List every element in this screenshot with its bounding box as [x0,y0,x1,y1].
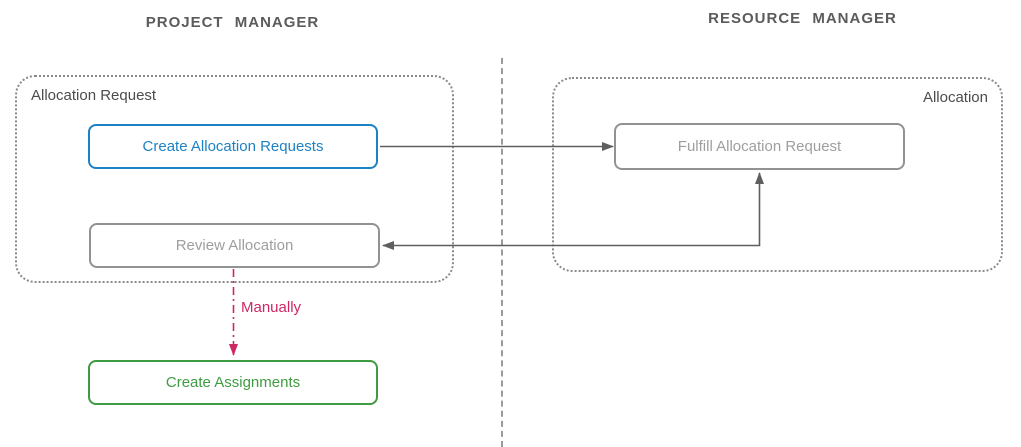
lane-title-resource-manager: RESOURCE MANAGER [708,10,897,27]
lane-title-project-manager: PROJECT MANAGER [145,14,320,31]
allocation-container: Allocation [552,77,1003,272]
node-review-allocation-label: Review Allocation [175,237,294,254]
node-review-allocation[interactable]: Review Allocation [89,223,380,268]
node-create-assignments-label: Create Assignments [165,374,301,391]
allocation-request-container-label: Allocation Request [31,87,157,104]
node-fulfill-allocation-request-label: Fulfill Allocation Request [677,138,842,155]
node-create-assignments[interactable]: Create Assignments [88,360,378,405]
node-fulfill-allocation-request[interactable]: Fulfill Allocation Request [614,123,905,170]
edge-label-manually: Manually [241,299,302,316]
node-create-allocation-requests[interactable]: Create Allocation Requests [88,124,378,169]
allocation-container-label: Allocation [922,89,988,106]
node-create-allocation-requests-label: Create Allocation Requests [142,138,324,155]
lane-divider [501,58,503,447]
